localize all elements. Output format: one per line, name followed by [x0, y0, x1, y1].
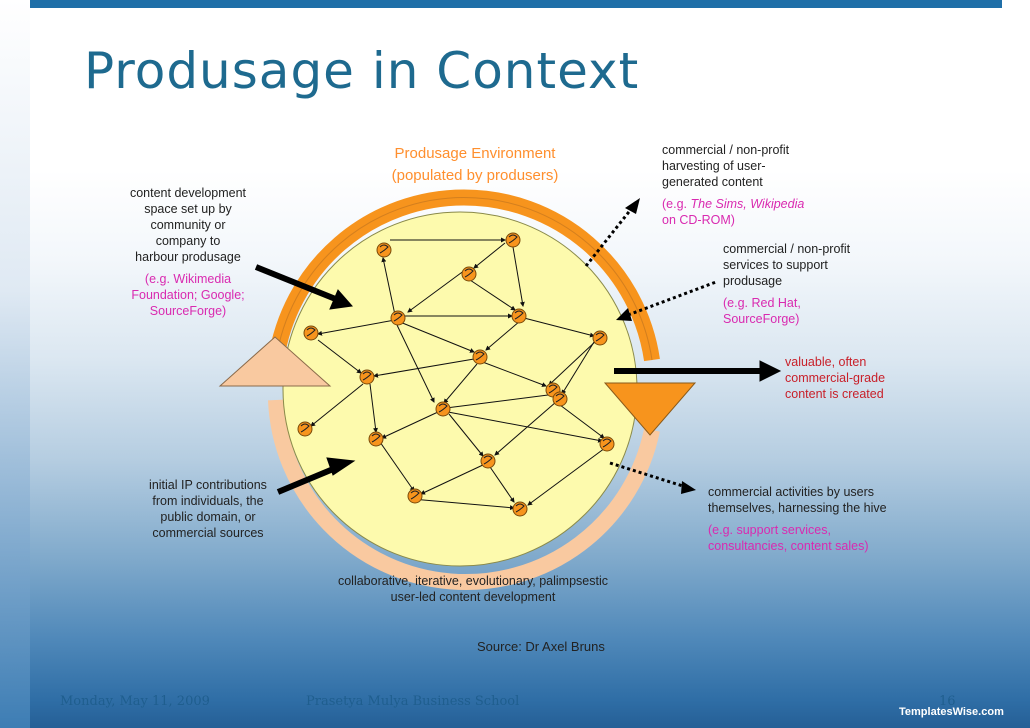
network-nodes: [297, 232, 615, 517]
node: [511, 308, 527, 324]
node: [461, 266, 477, 282]
right-1-example-end: on CD-ROM): [662, 213, 735, 227]
left-top-line: community or: [150, 218, 226, 232]
bottom-caption-line1: collaborative, iterative, evolutionary, …: [337, 574, 609, 588]
bottom-caption: collaborative, iterative, evolutionary, …: [318, 573, 628, 605]
left-bottom-line: public domain, or: [160, 510, 256, 524]
node: [512, 501, 528, 517]
left-top-example: Foundation; Google;: [131, 288, 245, 302]
right-2-line: produsage: [723, 274, 783, 288]
left-top-line: harbour produsage: [135, 250, 241, 264]
left-top-example: (e.g. Wikimedia: [144, 272, 232, 286]
node: [303, 325, 319, 341]
thick-arrows: [254, 264, 782, 495]
right-services-text: commercial / non-profit services to supp…: [723, 241, 850, 327]
left-bottom-line: from individuals, the: [152, 494, 264, 508]
left-top-text: content development space set up by comm…: [108, 185, 268, 319]
node: [599, 436, 615, 452]
environment-circle: [282, 211, 638, 567]
node: [435, 401, 451, 417]
footer-school: Prasetya Mulya Business School: [306, 694, 520, 709]
left-top-line: space set up by: [144, 202, 232, 216]
ring-arrowhead-left: [218, 336, 332, 387]
node: [368, 431, 384, 447]
ring-arrowhead-right: [603, 382, 697, 436]
right-3-line: valuable, often: [785, 355, 867, 369]
slide-left-band: [0, 0, 30, 728]
right-1-line: generated content: [662, 175, 763, 189]
right-4-example: (e.g. support services,: [708, 523, 831, 537]
network-edges: [310, 237, 606, 511]
right-valuable-text: valuable, often commercial-grade content…: [785, 354, 885, 402]
right-2-line: services to support: [723, 258, 828, 272]
bottom-caption-line2: user-led content development: [390, 590, 556, 604]
left-bottom-line: initial IP contributions: [149, 478, 267, 492]
environment-label-line2: (populated by produsers): [391, 167, 559, 184]
node: [376, 242, 392, 258]
right-2-example: SourceForge): [723, 312, 800, 326]
left-top-example: SourceForge): [149, 304, 227, 318]
brand-logo-text: TemplatesWise.com: [899, 706, 1004, 718]
right-1-example: (e.g. The Sims, Wikipedia: [662, 197, 805, 211]
right-4-line: commercial activities by users: [708, 485, 875, 499]
left-bottom-text: initial IP contributions from individual…: [128, 477, 288, 541]
source-credit: Source: Dr Axel Bruns: [477, 639, 605, 654]
slide-title: Produsage in Context: [84, 42, 640, 100]
node: [505, 232, 521, 248]
node: [592, 330, 608, 346]
right-commercial-activities-text: commercial activities by users themselve…: [708, 484, 887, 554]
right-2-example: (e.g. Red Hat,: [723, 296, 801, 310]
left-top-line: company to: [155, 234, 221, 248]
left-top-line: content development: [129, 186, 247, 200]
footer-page-number: 16: [939, 694, 956, 709]
right-3-line: commercial-grade: [785, 371, 886, 385]
right-1-line: harvesting of user-: [662, 159, 766, 173]
right-4-line: themselves, harnessing the hive: [708, 501, 887, 515]
node: [552, 391, 568, 407]
slide-top-bar: [30, 0, 1002, 8]
node: [472, 349, 488, 365]
environment-label-line1: Produsage Environment: [394, 145, 556, 162]
right-1-line: commercial / non-profit: [662, 143, 790, 157]
node: [407, 488, 423, 504]
dotted-arrows: [584, 207, 717, 489]
right-3-line: content is created: [785, 387, 884, 401]
node: [359, 369, 375, 385]
right-harvesting-text: commercial / non-profit harvesting of us…: [662, 142, 804, 228]
right-2-line: commercial / non-profit: [723, 242, 851, 256]
left-bottom-line: commercial sources: [152, 526, 264, 540]
footer-date: Monday, May 11, 2009: [60, 694, 210, 709]
environment-label: Produsage Environment (populated by prod…: [360, 143, 590, 187]
node: [480, 453, 496, 469]
right-4-example: consultancies, content sales): [708, 539, 869, 553]
node: [297, 421, 313, 437]
node: [390, 310, 406, 326]
